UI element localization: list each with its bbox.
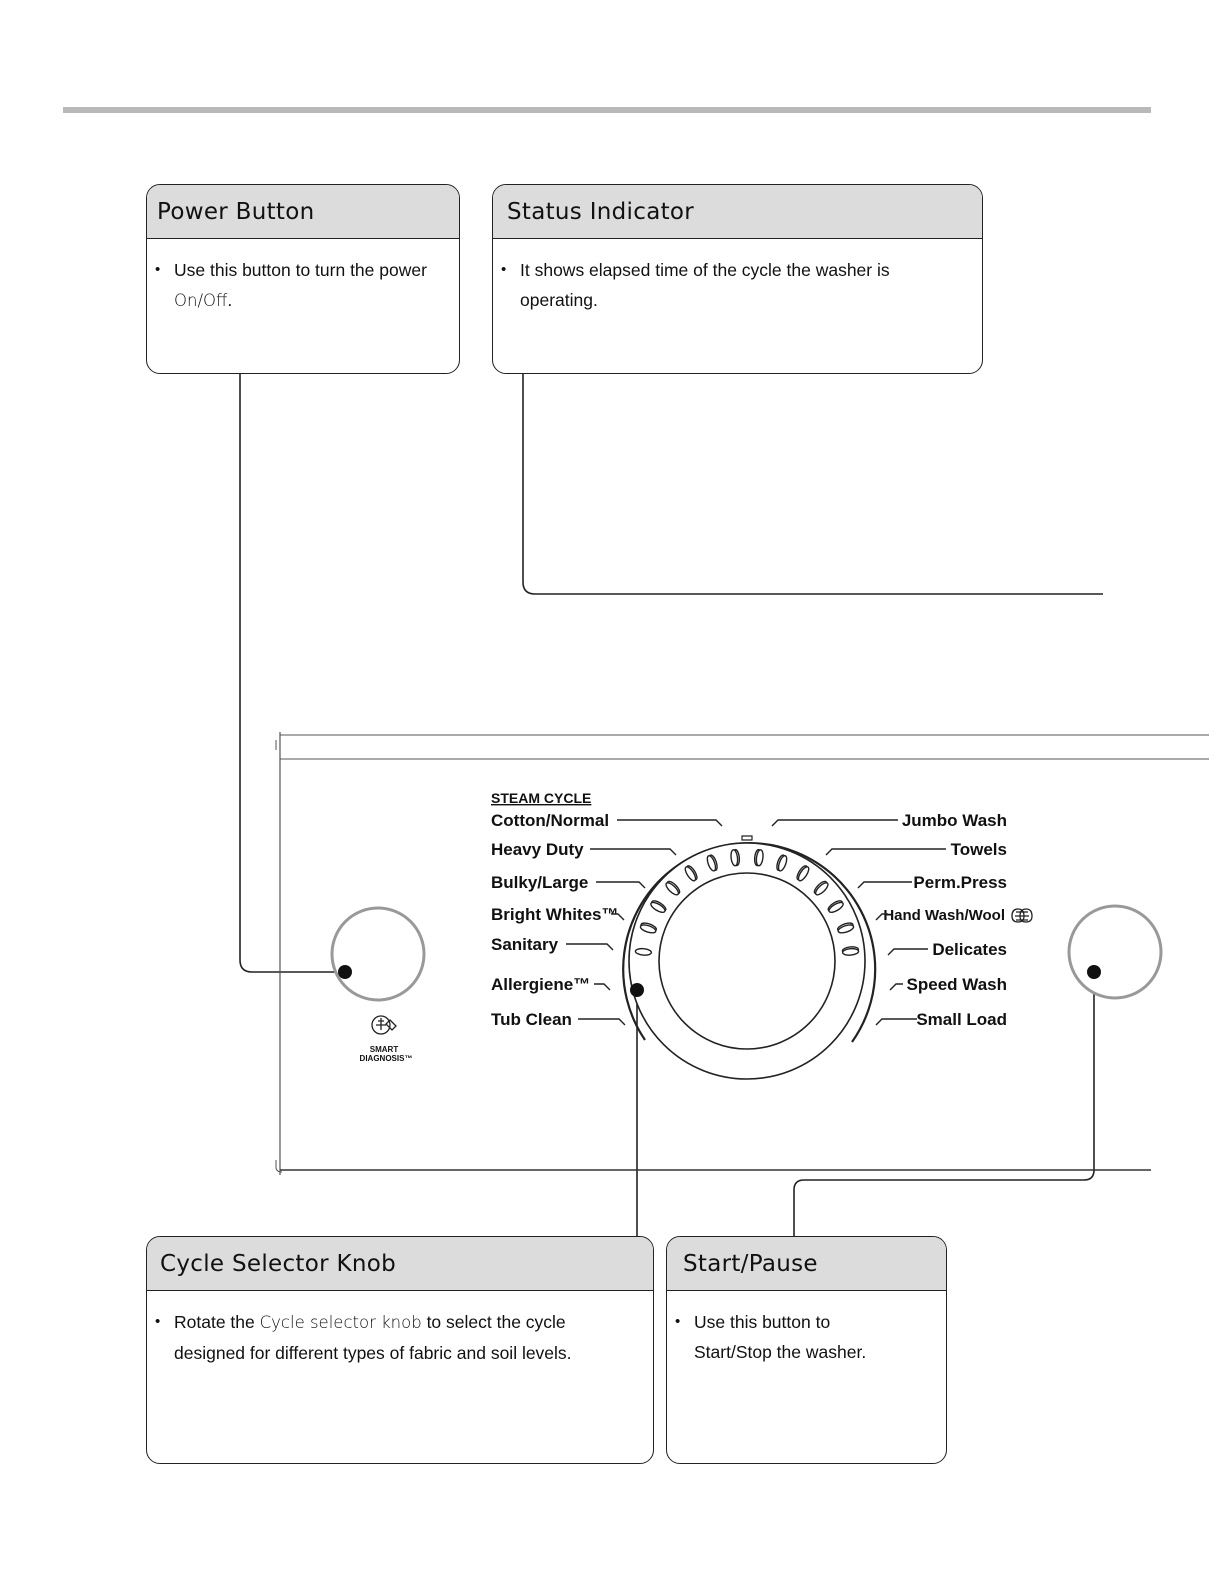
cycle-label-left: Bulky/Large <box>491 873 588 892</box>
cycle-label-right: Jumbo Wash <box>902 811 1007 830</box>
callout-body: • Use this button to Start/Stop the wash… <box>675 1312 867 1362</box>
header-rule <box>63 107 1151 113</box>
cycle-label-right: Delicates <box>932 940 1007 959</box>
cycle-label-leader <box>875 1018 917 1026</box>
dial-pip <box>841 947 860 956</box>
cycle-label-leader <box>825 848 946 856</box>
dial-pip <box>730 849 739 867</box>
dial-pip <box>755 849 764 867</box>
cycle-label-leader <box>566 943 614 951</box>
power-indicator-dot <box>338 965 352 979</box>
cycle-label-leader <box>771 819 898 827</box>
cycle-label-left: Heavy Duty <box>491 840 584 859</box>
dial-pip <box>814 882 829 896</box>
cycle-label-left: Sanitary <box>491 935 559 954</box>
smart-diagnosis-label-1: SMART <box>370 1045 399 1054</box>
start-leader-line <box>793 972 1095 1237</box>
cycle-label-right: Speed Wash <box>907 975 1007 994</box>
cycle-label-right: Perm.Press <box>913 873 1007 892</box>
cycle-label-leader <box>611 913 625 921</box>
status-indicator-callout: Status Indicator • It shows elapsed time… <box>492 184 983 374</box>
dial-pip <box>837 924 855 934</box>
cycle-label-left: Bright Whites™ <box>491 905 619 924</box>
cycle-selector-callout: Cycle Selector Knob • Rotate the Cycle s… <box>146 1236 654 1464</box>
power-button-callout: Power Button • Use this button to turn t… <box>146 184 460 374</box>
cycle-selector-dial <box>622 835 877 1080</box>
dial-pip <box>706 855 717 872</box>
callout-body: • It shows elapsed time of the cycle the… <box>501 260 890 310</box>
callout-body: • Rotate the Cycle selector knob to sele… <box>155 1312 572 1363</box>
dial-pip <box>665 882 680 896</box>
dial-pip <box>634 947 653 956</box>
callout-title: Status Indicator <box>493 185 982 239</box>
status-leader-line <box>522 373 1103 595</box>
start-indicator-dot <box>1087 965 1101 979</box>
callout-body: • Use this button to turn the power On/O… <box>155 260 427 310</box>
cycle-label-leader <box>887 948 928 956</box>
cycle-label-leader <box>889 983 903 991</box>
cycle-label-left: Cotton/Normal <box>491 811 609 830</box>
dial-pip <box>828 901 844 914</box>
cycle-label-leader <box>596 881 646 889</box>
cycle-label-leader <box>590 848 677 856</box>
smart-diagnosis-icon <box>371 1015 397 1035</box>
smart-diagnosis-label-2: DIAGNOSIS™ <box>360 1054 413 1063</box>
dial-pip <box>650 901 666 914</box>
power-button-icon <box>330 906 426 1002</box>
dial-pip <box>639 924 657 934</box>
wool-mark-icon <box>1011 908 1033 923</box>
dial-pip <box>777 855 788 872</box>
start-pause-button-icon <box>1067 904 1163 1000</box>
cycle-label-leader <box>617 819 723 827</box>
cycle-knob-pointer-dot <box>630 983 644 997</box>
cycle-label-left: Allergiene™ <box>491 975 590 994</box>
cycle-label-right: Towels <box>951 840 1007 859</box>
cycle-label-left: Tub Clean <box>491 1010 572 1029</box>
callout-title: Start/Pause <box>667 1237 946 1291</box>
cycle-label-leader <box>857 881 912 889</box>
power-leader-line <box>239 373 344 973</box>
steam-cycle-header: STEAM CYCLE <box>491 790 591 806</box>
dial-pip <box>797 866 810 882</box>
cycle-label-leader <box>875 913 888 921</box>
cycle-label-right: Small Load <box>916 1010 1007 1029</box>
callout-title: Cycle Selector Knob <box>147 1237 653 1291</box>
start-pause-callout: Start/Pause • Use this button to Start/S… <box>666 1236 947 1464</box>
cycle-label-leader <box>594 983 611 991</box>
dial-pip <box>684 866 697 882</box>
cycle-label-right: Hand Wash/Wool <box>883 907 1005 924</box>
control-panel-frame <box>275 732 1209 1175</box>
cycle-label-leader <box>578 1018 626 1026</box>
callout-title: Power Button <box>147 185 459 239</box>
